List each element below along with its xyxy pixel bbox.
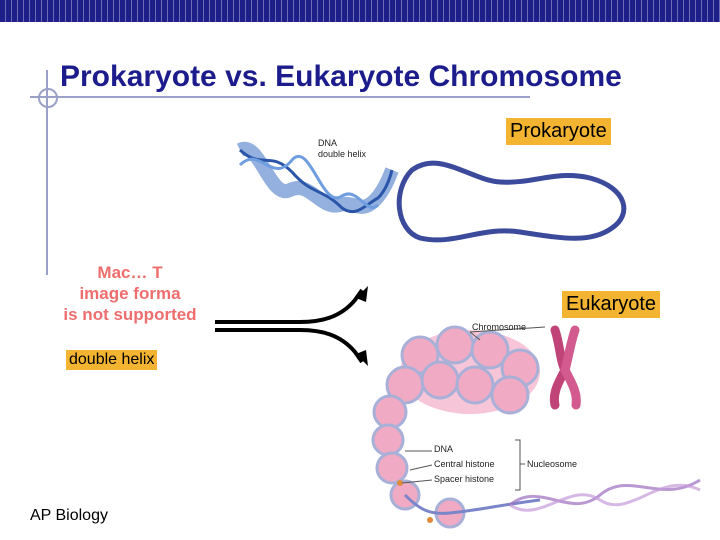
spacer-histone-label: Spacer histone [434,474,494,484]
placeholder-line-2: image forma [79,284,181,303]
chromatin-image [371,325,541,529]
footer-ap-biology: AP Biology [30,507,108,524]
top-bar [0,0,720,22]
prokaryote-label: Prokaryote [506,118,611,145]
double-helix-label: double helix [318,149,367,159]
chromosome-label: Chromosome [472,322,526,332]
slide-title: Prokaryote vs. Eukaryote Chromosome [60,60,622,93]
unsupported-image-placeholder: Mac… T image forma is not supported [50,262,210,325]
top-bar-pattern [0,0,720,22]
title-underline [30,96,530,98]
dna-label-2: DNA [434,444,453,454]
eukaryote-label: Eukaryote [562,291,661,318]
branching-arrows [215,286,368,366]
dna-ribbon-image [509,478,701,512]
double-helix-label-box: double helix [66,350,158,370]
central-histone-label: Central histone [434,459,495,469]
leader-lines [401,326,546,491]
prokaryote-circular-chromosome [396,160,627,243]
nucleosome-label: Nucleosome [527,459,577,469]
placeholder-line-1: Mac… T [97,263,163,282]
vertical-guide-line [46,70,48,275]
dna-label: DNA [318,138,337,148]
chromosome-image [549,325,581,410]
dna-helix-image [236,142,399,214]
crosshair-icon [38,88,58,108]
placeholder-line-3: is not supported [63,305,197,324]
